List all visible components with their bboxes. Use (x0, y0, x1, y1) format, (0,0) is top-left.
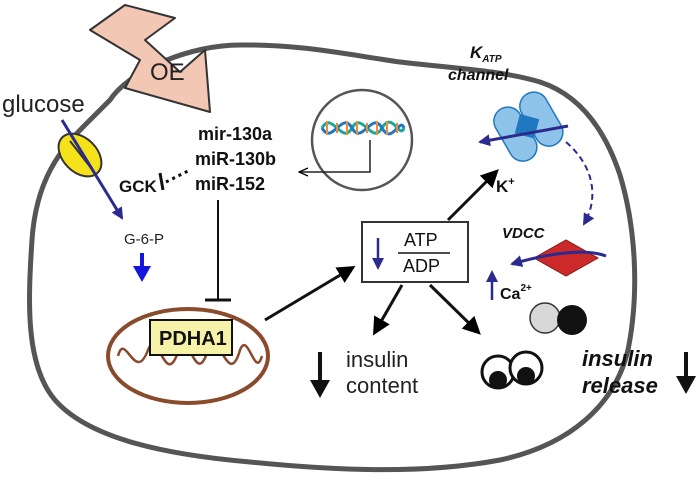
atp-to-content-arrow (373, 284, 404, 336)
insulin-release-label-2: release (582, 373, 658, 398)
insulin-granule-icon (529, 302, 587, 335)
mir-130a-label: mir-130a (198, 124, 273, 144)
vdcc-icon (532, 239, 600, 277)
insulin-granule-icon (480, 354, 516, 390)
adp-label: ADP (403, 256, 440, 276)
katp-label: KATP (470, 43, 502, 65)
insulin-content-down-arrow (310, 352, 330, 398)
insulin-release-down-arrow (676, 352, 696, 394)
atp-to-katp-arrow (446, 169, 499, 222)
insulin-content-label-1: insulin (346, 347, 408, 372)
dna-circle (310, 88, 414, 192)
gck-label: GCK (119, 177, 158, 196)
insulin-granule-icon (508, 350, 544, 386)
ca-charge: 2+ (520, 283, 532, 294)
ca-influx-arrow (510, 250, 607, 267)
katp-to-vdcc-dashed-arrow (565, 141, 595, 226)
k-efflux-arrow (478, 124, 569, 147)
cell-membrane (27, 42, 638, 473)
g6p-label: G-6-P (124, 231, 164, 248)
mito-to-atp-arrow (264, 265, 356, 322)
mir-152-label: miR-152 (195, 174, 265, 194)
k-ion: K (496, 177, 509, 196)
insulin-content-label-2: content (346, 373, 418, 398)
glucose-transporter-icon (57, 132, 103, 178)
dna-to-mir-arrow (300, 140, 371, 172)
vdcc-label: VDCC (502, 225, 546, 242)
pdha1-box (149, 319, 233, 356)
insulin-release-label-1: insulin (582, 346, 653, 371)
katp-k: K (470, 43, 484, 62)
k-charge: + (508, 176, 514, 188)
oe-label: OE (150, 59, 185, 86)
glucose-to-g6p-arrow (60, 119, 124, 220)
gck-inhibition-bar (158, 172, 165, 191)
katp-channel-icon (493, 91, 564, 162)
ca-ion-label: Ca2+ (500, 283, 532, 303)
katp-subscript: ATP (481, 54, 502, 65)
dna-icon (320, 120, 406, 136)
atp-to-release-arrow (428, 283, 481, 335)
katp-channel-label: channel (448, 67, 509, 84)
k-ion-label: K+ (496, 176, 515, 196)
pdha1-label: PDHA1 (159, 328, 227, 350)
mir-130b-label: miR-130b (195, 149, 276, 169)
atp-adp-box (361, 221, 469, 283)
atp-label: ATP (404, 230, 438, 250)
oe-arrow (89, 4, 211, 113)
glucose-label: glucose (2, 91, 85, 118)
mir-to-gck-dotted (165, 168, 191, 184)
ca-ion: Ca (500, 286, 521, 303)
